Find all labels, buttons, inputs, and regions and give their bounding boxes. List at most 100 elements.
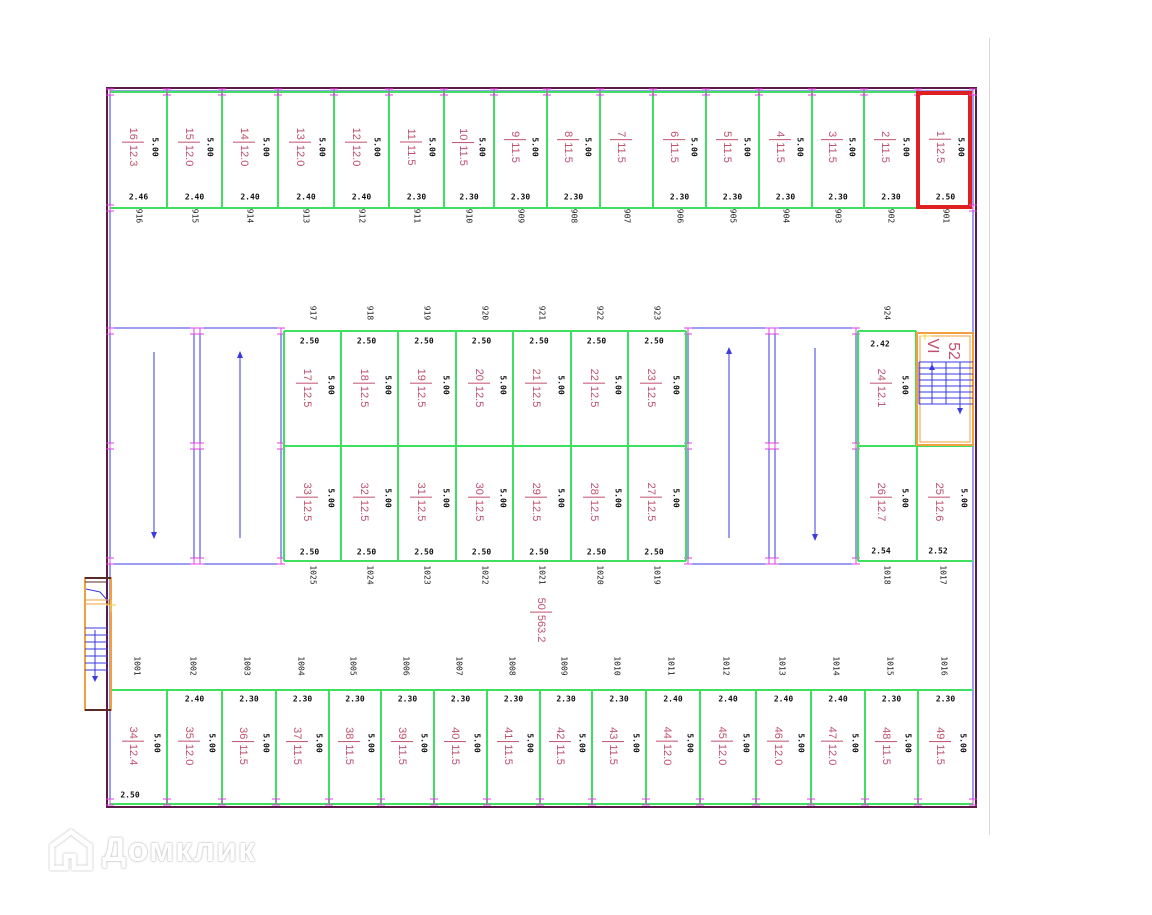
space-depth: 5.00: [419, 733, 429, 753]
space-width: 2.30: [935, 694, 956, 704]
space-width: 2.30: [563, 192, 584, 202]
space-number: 29: [530, 482, 542, 495]
space-depth: 5.00: [613, 375, 623, 395]
space-width: 2.50: [120, 790, 140, 800]
space-area: 11.5: [720, 142, 733, 163]
space-area: 12.5: [645, 385, 657, 408]
space-width: 2.50: [414, 547, 434, 557]
space-area: 11.5: [879, 744, 892, 765]
space-area: 12.5: [415, 499, 427, 522]
space-number: 18: [357, 368, 370, 381]
space-width: 2.50: [414, 336, 434, 346]
space-number: 40: [448, 727, 461, 740]
space-depth: 5.00: [441, 488, 451, 508]
space-width: 2.50: [586, 336, 607, 346]
space-number: 35: [182, 726, 195, 739]
space-area: 12.0: [182, 144, 195, 167]
space-area: 11.5: [879, 142, 891, 163]
fraction-bar: [390, 741, 413, 743]
space-width: 2.30: [503, 694, 524, 704]
axis-label: 1018: [882, 565, 892, 585]
space-width: 2.30: [881, 694, 902, 704]
space-area: 11.5: [933, 744, 946, 765]
space-number: 39: [395, 727, 408, 740]
axis-label: 905: [728, 208, 737, 224]
down-arrow-icon: [92, 676, 98, 682]
space-area: 12.5: [933, 141, 946, 164]
space-area: 12.0: [716, 743, 728, 766]
space-area: 11.5: [404, 144, 417, 166]
space-area: 12.3: [126, 144, 139, 167]
space-area: 11.5: [237, 744, 249, 765]
space-depth: 5.00: [795, 137, 805, 157]
space-area: 11.5: [554, 744, 566, 765]
axis-label: 1008: [507, 656, 516, 676]
space-depth: 5.00: [207, 733, 217, 753]
space-area: 12.5: [300, 499, 313, 522]
space-number: 19: [415, 368, 427, 381]
space-width: 2.46: [128, 192, 149, 202]
space-width: 2.40: [240, 192, 260, 202]
space-width: 2.30: [397, 694, 418, 704]
space-number: 37: [290, 727, 303, 740]
space-width: 2.30: [239, 694, 259, 704]
space-number: 15: [182, 127, 195, 140]
space-depth: 5.00: [525, 733, 535, 753]
axis-label: 919: [422, 305, 432, 321]
fraction-bar: [928, 496, 950, 498]
fraction-bar: [121, 740, 144, 742]
space-area: 11.5: [773, 142, 786, 163]
space-width: 2.30: [292, 694, 313, 704]
space-depth: 5.00: [742, 137, 752, 157]
axis-label: 1002: [188, 656, 197, 676]
space-width: 2.30: [406, 192, 427, 202]
axis-label: 1019: [652, 565, 662, 585]
space-depth: 5.00: [631, 733, 641, 753]
fraction-bar: [232, 741, 254, 743]
fraction-bar: [928, 138, 951, 140]
axis-label: 1005: [348, 656, 358, 676]
space-area: 12.5: [530, 499, 542, 522]
space-width: 2.30: [556, 694, 576, 704]
axis-label: 1009: [559, 656, 569, 676]
space-width: 2.52: [928, 546, 948, 556]
fraction-bar: [602, 741, 624, 743]
space-width: 2.40: [828, 694, 848, 704]
space-area: 12.0: [238, 144, 250, 167]
space-number: 47: [826, 726, 838, 739]
fraction-bar: [289, 141, 311, 143]
fraction-bar: [928, 741, 951, 743]
space-width: 2.50: [935, 192, 956, 202]
fraction-bar: [640, 382, 662, 384]
space-depth: 5.00: [900, 375, 910, 395]
axis-label: 901: [941, 208, 950, 224]
space-depth: 5.00: [366, 733, 376, 753]
space-depth: 5.00: [685, 733, 695, 753]
selected-space-highlight: [916, 91, 972, 209]
space-number: 42: [554, 727, 566, 740]
fraction-bar: [874, 139, 896, 141]
space-depth: 5.00: [796, 733, 806, 753]
fraction-bar: [821, 740, 843, 742]
space-number: 23: [645, 368, 657, 381]
axis-label: 912: [357, 208, 366, 224]
space-number: 32: [357, 482, 370, 495]
stair-mark: VI: [924, 338, 941, 354]
space-depth: 5.00: [850, 733, 860, 753]
space-depth: 5.00: [556, 375, 566, 395]
axis-label: 906: [675, 208, 684, 224]
space-area: 12.5: [415, 385, 427, 408]
space-area: 11.5: [667, 142, 680, 163]
space-number: 13: [294, 127, 306, 140]
space-number: 45: [716, 726, 728, 739]
